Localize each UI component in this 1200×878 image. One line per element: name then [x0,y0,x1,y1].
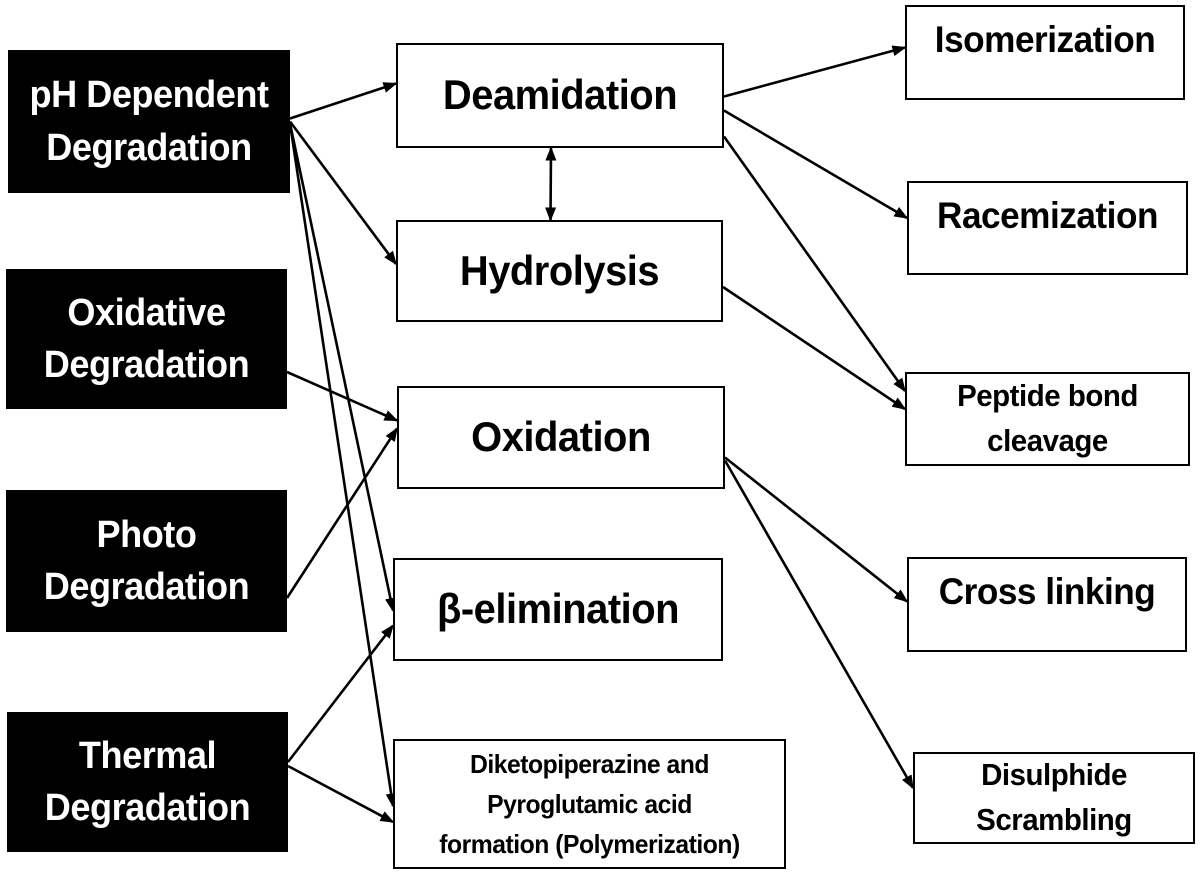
node-cross-linking: Cross linking [907,557,1187,652]
node-label: Thermal Degradation [44,734,251,829]
node-racemization: Racemization [907,181,1188,275]
edge-deamidation-racemization [723,109,909,220]
node-oxidation: Oxidation [397,386,725,489]
node-label: Peptide bond cleavage [957,378,1138,458]
node-label: Isomerization [934,19,1156,61]
edge-ph_dependent-diketopiperazine [288,123,397,808]
edge-ph_dependent-hydrolysis [288,120,398,266]
node-label: Cross linking [938,571,1156,613]
edge-thermal-beta_elimination [286,624,395,763]
node-disulphide-scrambling: Disulphide Scrambling [913,752,1195,844]
node-ph-dependent-degradation: pH Dependent Degradation [8,50,290,193]
edge-photo-oxidation [285,427,399,599]
node-deamidation: Deamidation [396,43,724,148]
edge-oxidation-cross_linking [724,456,909,603]
edge-thermal-diketopiperazine [287,764,395,824]
edge-hydrolysis-peptide_bond_cleavage [722,285,907,411]
edge-ph_dependent-deamidation [289,82,398,120]
node-label: Oxidative Degradation [43,291,250,386]
edge-deamidation-isomerization [723,45,907,98]
node-label: pH Dependent Degradation [29,74,269,169]
edge-oxidation-disulphide_scrambling [723,459,915,790]
node-label: Photo Degradation [43,513,250,608]
node-label: Oxidation [471,413,651,461]
node-peptide-bond-cleavage: Peptide bond cleavage [905,372,1190,466]
node-hydrolysis: Hydrolysis [396,220,723,322]
node-oxidative-degradation: Oxidative Degradation [6,269,287,409]
edge-ph_dependent-beta_elimination [288,123,396,612]
node-beta-elimination: β-elimination [393,558,723,661]
node-diketopiperazine-formation: Diketopiperazine and Pyroglutamic acid f… [393,739,786,869]
node-photo-degradation: Photo Degradation [6,490,287,632]
node-label: β-elimination [436,585,680,633]
edge-oxidative-oxidation [286,370,399,422]
edge-deamidation-hydrolysis [545,146,557,222]
node-label: Hydrolysis [459,246,660,294]
node-thermal-degradation: Thermal Degradation [7,712,288,852]
node-label: Diketopiperazine and Pyroglutamic acid f… [439,748,740,860]
node-label: Disulphide Scrambling [976,757,1132,837]
edge-deamidation-peptide_bond_cleavage [722,135,907,393]
node-label: Racemization [937,194,1158,236]
node-label: Deamidation [442,71,678,119]
node-isomerization: Isomerization [905,5,1185,100]
